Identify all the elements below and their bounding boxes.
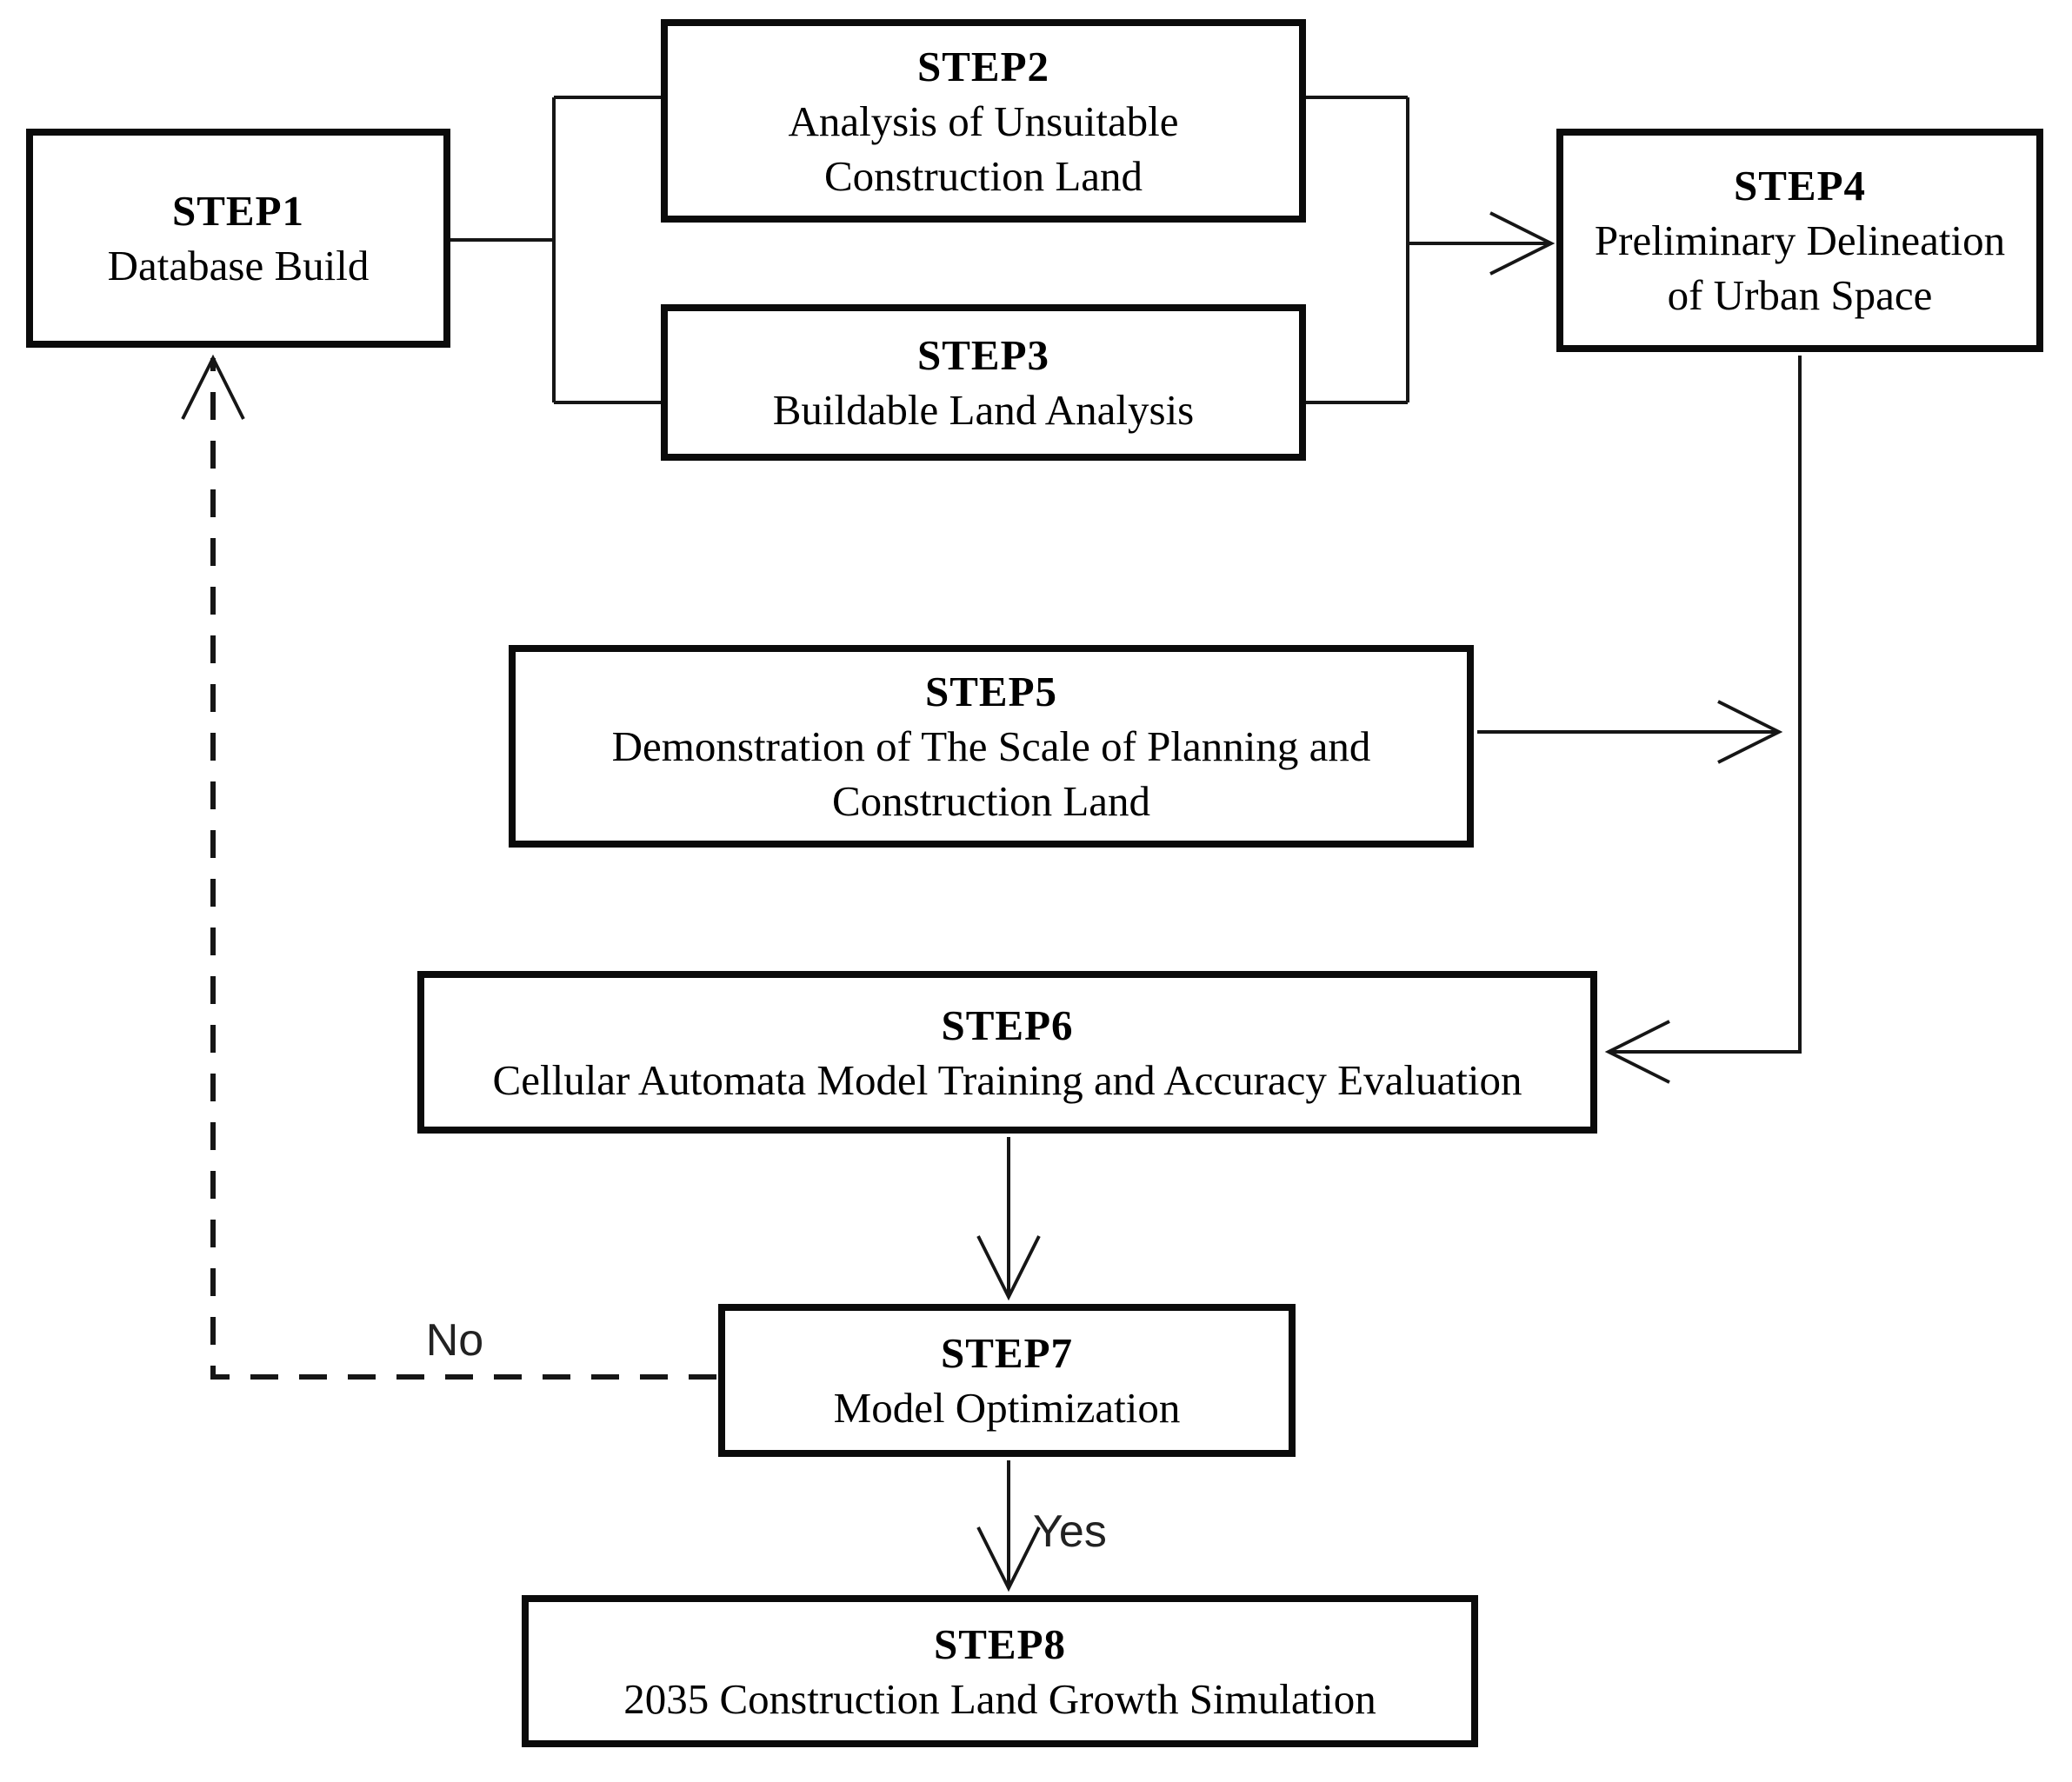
step2-unsuitable-land-box: STEP2 Analysis of Unsuitable Constructio… [661, 19, 1306, 223]
step8-title: STEP8 [933, 1619, 1067, 1668]
arrow-step7-to-step1-no-dashed [181, 354, 716, 1380]
step1-database-build-box: STEP1 Database Build [26, 129, 450, 348]
step7-model-optimization-box: STEP7 Model Optimization [718, 1304, 1296, 1457]
step4-urban-space-box: STEP4 Preliminary Delineation of Urban S… [1556, 129, 2043, 352]
step3-label: Buildable Land Analysis [772, 386, 1195, 434]
step5-title: STEP5 [924, 668, 1058, 715]
step5-planning-scale-box: STEP5 Demonstration of The Scale of Plan… [509, 645, 1474, 848]
arrow-step4-to-step6 [1604, 356, 1802, 1084]
step2-title: STEP2 [916, 42, 1050, 90]
step6-label: Cellular Automata Model Training and Acc… [492, 1055, 1522, 1104]
step8-label: 2035 Construction Land Growth Simulation [623, 1674, 1376, 1723]
step3-buildable-land-box: STEP3 Buildable Land Analysis [661, 304, 1306, 461]
step1-label: Database Build [107, 242, 370, 289]
step7-title: STEP7 [940, 1329, 1074, 1377]
step5-label: Demonstration of The Scale of Planning a… [611, 722, 1371, 825]
step6-title: STEP6 [941, 1001, 1074, 1049]
step2-label: Analysis of Unsuitable Construction Land [788, 96, 1179, 200]
no-branch-label: No [425, 1315, 484, 1366]
yes-branch-label: Yes [1033, 1506, 1107, 1557]
step1-title: STEP1 [171, 187, 305, 235]
step7-label: Model Optimization [833, 1384, 1181, 1432]
step4-title: STEP4 [1733, 162, 1867, 209]
step6-cellular-automata-box: STEP6 Cellular Automata Model Training a… [417, 971, 1597, 1134]
step4-label: Preliminary Delineation of Urban Space [1594, 216, 2006, 319]
step8-growth-simulation-box: STEP8 2035 Construction Land Growth Simu… [522, 1595, 1478, 1747]
step3-title: STEP3 [916, 331, 1050, 379]
